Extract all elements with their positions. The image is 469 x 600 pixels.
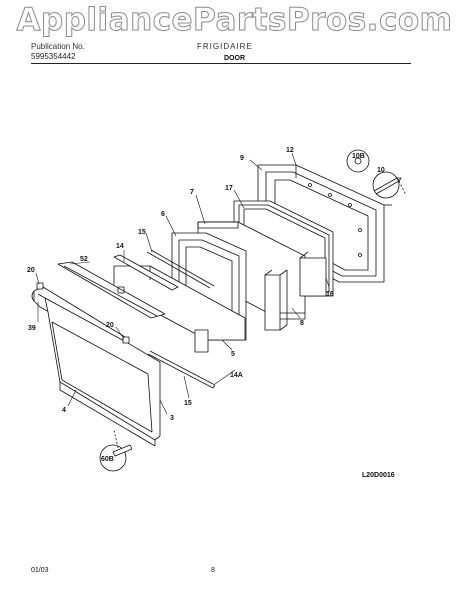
inset-screw-60b bbox=[99, 429, 133, 472]
callout-10b: 10B bbox=[352, 153, 365, 160]
callout-14a: 14A bbox=[230, 372, 243, 379]
inset-screw-10 bbox=[346, 149, 407, 199]
callout-20-left: 20 bbox=[27, 267, 35, 274]
callout-17: 17 bbox=[225, 185, 233, 192]
part-insulation-8 bbox=[264, 269, 288, 331]
publication-number: 5995354442 bbox=[31, 52, 76, 61]
section-title: DOOR bbox=[224, 55, 245, 62]
publication-label: Publication No. bbox=[31, 42, 85, 51]
callout-20-right: 20 bbox=[106, 322, 114, 329]
part-bottom-trim-14a bbox=[147, 350, 216, 389]
header-rule bbox=[31, 63, 411, 64]
callout-39: 39 bbox=[28, 325, 36, 332]
callout-10: 10 bbox=[377, 167, 385, 174]
callout-8: 8 bbox=[300, 320, 304, 327]
callout-16: 16 bbox=[326, 291, 334, 298]
callout-12: 12 bbox=[286, 147, 294, 154]
callout-15-lower: 15 bbox=[184, 400, 192, 407]
callout-9: 9 bbox=[240, 155, 244, 162]
callout-3: 3 bbox=[170, 415, 174, 422]
part-outer-panel-3 bbox=[44, 297, 161, 447]
footer-date: 01/03 bbox=[31, 567, 49, 574]
callout-52: 52 bbox=[80, 256, 88, 263]
callout-5: 5 bbox=[231, 351, 235, 358]
brand-name: FRIGIDAIRE bbox=[197, 42, 253, 51]
diagram-code: L20D0016 bbox=[362, 472, 395, 479]
part-top-trim-52 bbox=[57, 261, 166, 319]
callout-4: 4 bbox=[62, 407, 66, 414]
callout-7: 7 bbox=[190, 189, 194, 196]
leader-lines bbox=[35, 152, 330, 415]
part-trim-14 bbox=[113, 254, 179, 291]
watermark-logo: AppliancePartsPros.com bbox=[16, 2, 453, 39]
part-spacer-16 bbox=[299, 251, 327, 297]
callout-60b: 60B bbox=[101, 456, 114, 463]
callout-14: 14 bbox=[116, 243, 124, 250]
callout-15-upper: 15 bbox=[138, 229, 146, 236]
callout-6: 6 bbox=[161, 211, 165, 218]
part-seal-15-upper bbox=[146, 249, 215, 289]
part-screw-20 bbox=[36, 282, 130, 344]
footer-page-number: 8 bbox=[211, 567, 215, 574]
